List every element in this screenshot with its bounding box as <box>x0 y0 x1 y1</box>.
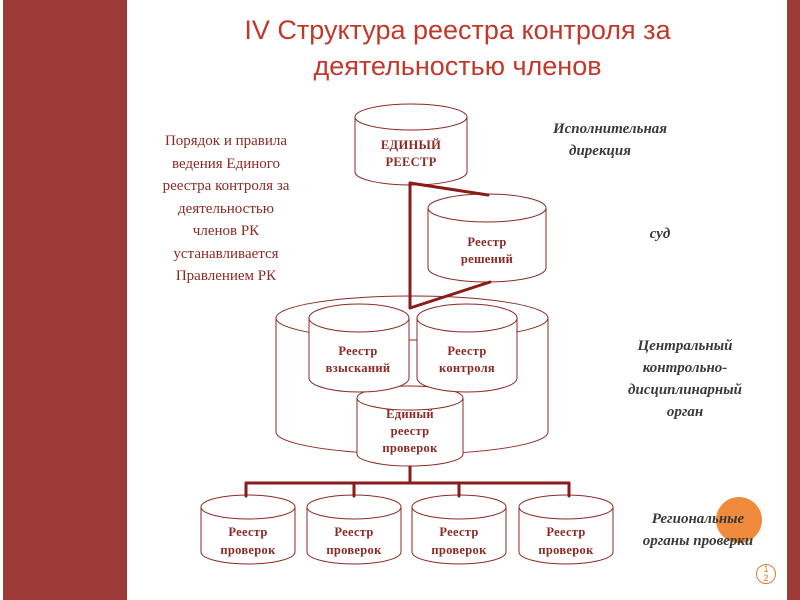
label-central-line: Центральный <box>637 338 733 354</box>
cylinder-recoveries <box>308 318 410 393</box>
cyl-regional-4-line-1: Реестр <box>546 525 585 539</box>
note-line: реестра контроля за <box>162 178 290 194</box>
cyl-regional-2-line-1: Реестр <box>334 525 373 539</box>
note-line: членов РК <box>192 223 260 239</box>
label-regional-line: Региональные <box>651 511 745 527</box>
label-central-line: контрольно- <box>642 360 728 376</box>
cylinder-regional-4 <box>518 507 614 565</box>
cyl-decisions-line-1: Реестр <box>467 235 506 249</box>
cyl-unified-checks-line-1: Единый <box>386 407 434 421</box>
title-line-2: деятельностью членов <box>313 51 602 81</box>
note-line: Порядок и правила <box>164 133 288 149</box>
orange-badge <box>716 497 762 543</box>
cylinder-regional-1 <box>200 507 296 565</box>
cyl-decisions-line-2: решений <box>461 252 513 266</box>
label-executive-line: Исполнительная <box>552 121 668 137</box>
note-line: устанавливается <box>173 245 279 262</box>
cyl-recoveries-line-2: взысканий <box>326 361 391 375</box>
cyl-regional-1-line-2: проверок <box>220 543 276 557</box>
note-line: деятельностью <box>178 200 274 217</box>
cyl-unified-checks-line-2: реестр <box>391 424 430 438</box>
label-executive: Исполнительная дирекция <box>530 118 690 162</box>
label-executive-line: дирекция <box>569 143 631 159</box>
left-rail <box>0 0 3 600</box>
cyl-unified-line-2: РЕЕСТР <box>385 155 436 169</box>
page-number-top: 1 <box>763 564 769 574</box>
label-central: Центральный контрольно- дисциплинарный о… <box>605 335 765 423</box>
cyl-regional-2-line-2: проверок <box>326 543 382 557</box>
rules-note: Порядок и правила ведения Единого реестр… <box>142 130 310 288</box>
label-court: суд <box>640 223 680 245</box>
label-court-line: суд <box>649 226 671 242</box>
cyl-regional-3-line-1: Реестр <box>439 525 478 539</box>
cyl-recoveries-line-1: Реестр <box>338 344 377 358</box>
note-line: ведения Единого <box>171 155 281 172</box>
connector-unified-to-decisions <box>408 181 490 197</box>
cyl-regional-1-line-1: Реестр <box>228 525 267 539</box>
note-line: Правлением РК <box>175 268 277 284</box>
cylinder-regional-2 <box>306 507 402 565</box>
cyl-regional-4-line-2: проверок <box>538 543 594 557</box>
cylinder-regional-3 <box>411 507 507 565</box>
cyl-control-line-2: контроля <box>439 361 495 375</box>
title-line-1: IV Структура реестра контроля за <box>244 15 671 45</box>
cyl-unified-line-1: ЕДИНЫЙ <box>381 138 441 152</box>
cyl-regional-3-line-2: проверок <box>431 543 487 557</box>
label-central-line: орган <box>666 404 704 420</box>
slide-title: IV Структура реестра контроля за деятель… <box>130 12 785 84</box>
label-regional-line: органы проверки <box>642 533 754 549</box>
cyl-unified-checks-line-3: проверок <box>382 441 438 455</box>
connector-central-to-decisions <box>408 280 492 310</box>
page-number-bottom: 2 <box>763 573 769 583</box>
label-central-line: дисциплинарный <box>628 382 742 398</box>
page-number-badge: 1 2 <box>756 564 776 584</box>
cyl-control-line-1: Реестр <box>447 344 486 358</box>
cylinder-control <box>416 318 518 393</box>
label-regional: Региональные органы проверки <box>628 508 768 552</box>
